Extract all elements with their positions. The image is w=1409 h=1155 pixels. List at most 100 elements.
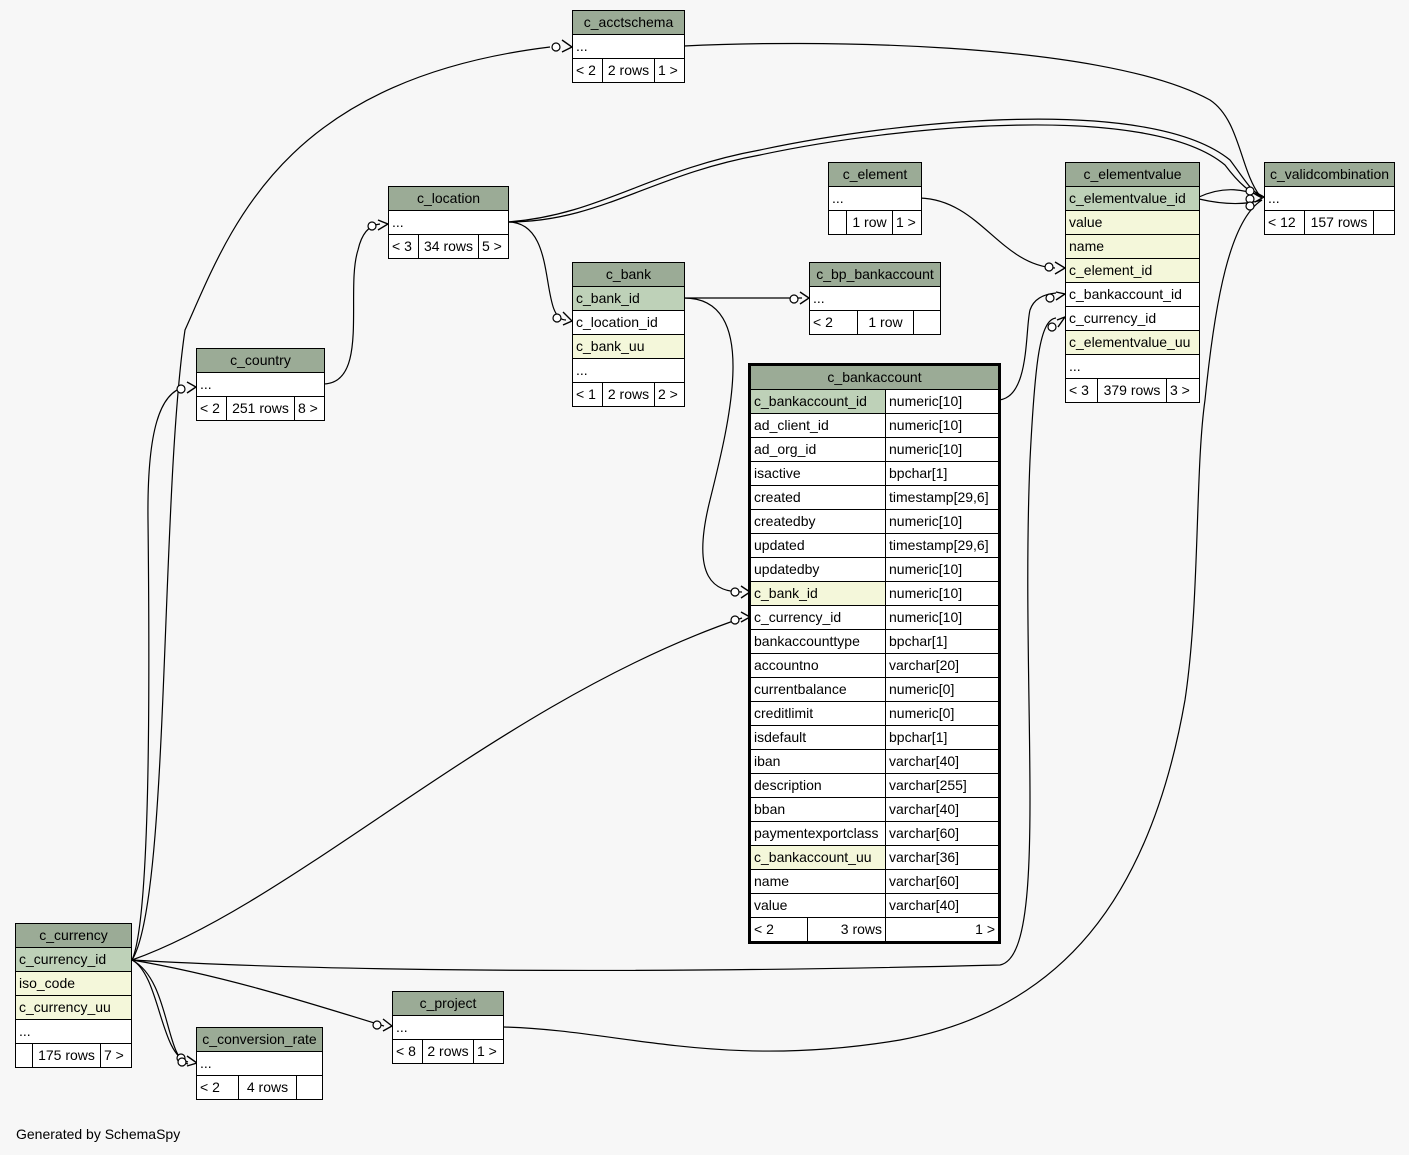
column-type: varchar[40] — [886, 798, 998, 821]
footer-credit: Generated by SchemaSpy — [16, 1126, 181, 1142]
column-name: created — [751, 486, 885, 509]
table-title[interactable]: c_bp_bankaccount — [810, 263, 940, 286]
column-row: ... — [810, 287, 940, 310]
column-type: varchar[60] — [886, 870, 998, 893]
row-count: 2 rows — [603, 59, 654, 82]
edge-project-validcombination — [503, 199, 1263, 1052]
table-title[interactable]: c_elementvalue — [1066, 163, 1199, 186]
parents-count: < 3 — [389, 235, 418, 258]
parents-count: < 2 — [810, 311, 857, 334]
column-row: ... — [16, 1020, 131, 1043]
column-row: ... — [1066, 355, 1199, 378]
table-title[interactable]: c_bankaccount — [751, 366, 998, 389]
column-type: numeric[0] — [886, 678, 998, 701]
row-count: 175 rows — [33, 1044, 100, 1067]
row-count: 2 rows — [603, 383, 654, 406]
row-count: 2 rows — [423, 1040, 473, 1063]
column-row: c_elementvalue_uu — [1066, 331, 1199, 354]
row-count: 3 rows — [808, 918, 885, 941]
edge-location-validcombination-1 — [507, 118, 1263, 223]
row-count: 379 rows — [1098, 379, 1166, 402]
column-row: ... — [197, 1052, 322, 1075]
children-count: 1 > — [474, 1040, 503, 1063]
table-c_bp_bankaccount[interactable]: c_bp_bankaccount ... < 2 1 row — [809, 262, 941, 335]
column-row: c_bank_id — [573, 287, 684, 310]
column-type: bpchar[1] — [886, 630, 998, 653]
edge-location-validcombination-2 — [507, 124, 1263, 223]
parents-count: < 1 — [573, 383, 602, 406]
table-c_elementvalue[interactable]: c_elementvalue c_elementvalue_id value n… — [1065, 162, 1200, 403]
table-title[interactable]: c_acctschema — [573, 11, 684, 34]
column-name: name — [751, 870, 885, 893]
table-c_country[interactable]: c_country ... < 2 251 rows 8 > — [196, 348, 325, 421]
column-type: numeric[10] — [886, 582, 998, 605]
column-row: ... — [1265, 187, 1394, 210]
column-name: iban — [751, 750, 885, 773]
column-name: updated — [751, 534, 885, 557]
table-c_validcombination[interactable]: c_validcombination ... < 12 157 rows — [1264, 162, 1395, 235]
column-type: timestamp[29,6] — [886, 486, 998, 509]
children-count: 7 > — [101, 1044, 131, 1067]
children-count — [297, 1076, 322, 1099]
column-name: isactive — [751, 462, 885, 485]
column-name: description — [751, 774, 885, 797]
table-c_conversion_rate[interactable]: c_conversion_rate ... < 2 4 rows — [196, 1027, 323, 1100]
column-row: iso_code — [16, 972, 131, 995]
column-type: varchar[36] — [886, 846, 998, 869]
column-row: ... — [393, 1016, 503, 1039]
column-row: c_bankaccount_id — [1066, 283, 1199, 306]
column-name: c_bankaccount_id — [751, 390, 885, 413]
children-count: 2 > — [655, 383, 684, 406]
edge-currency-acctschema — [131, 46, 551, 961]
table-title[interactable]: c_location — [389, 187, 508, 210]
parents-count: < 3 — [1066, 379, 1097, 402]
table-c_location[interactable]: c_location ... < 3 34 rows 5 > — [388, 186, 509, 259]
column-row: c_bank_uu — [573, 335, 684, 358]
children-count: 1 > — [655, 59, 684, 82]
column-name: value — [751, 894, 885, 917]
edge-elementvalue-validcombination-1 — [1198, 189, 1263, 198]
column-row: ... — [197, 373, 324, 396]
column-type: numeric[0] — [886, 702, 998, 725]
column-type: varchar[255] — [886, 774, 998, 797]
column-name: updatedby — [751, 558, 885, 581]
column-name: c_bank_id — [751, 582, 885, 605]
table-title[interactable]: c_country — [197, 349, 324, 372]
column-type: numeric[10] — [886, 414, 998, 437]
table-title[interactable]: c_bank — [573, 263, 684, 286]
table-c_element[interactable]: c_element ... 1 row 1 > — [828, 162, 922, 235]
edge-bank-bankaccount — [683, 297, 743, 593]
row-count: 1 row — [858, 311, 913, 334]
table-c_project[interactable]: c_project ... < 8 2 rows 1 > — [392, 991, 504, 1064]
table-title[interactable]: c_currency — [16, 924, 131, 947]
column-type: varchar[40] — [886, 750, 998, 773]
column-row: c_elementvalue_id — [1066, 187, 1199, 210]
children-count: 5 > — [479, 235, 508, 258]
column-type: varchar[60] — [886, 822, 998, 845]
edge-bankaccount-elementvalue — [996, 292, 1057, 401]
table-title[interactable]: c_conversion_rate — [197, 1028, 322, 1051]
column-row: ... — [573, 359, 684, 382]
column-name: c_currency_id — [751, 606, 885, 629]
parents-count: < 2 — [197, 1076, 238, 1099]
children-count — [914, 311, 940, 334]
edge-currency-bankaccount — [131, 617, 743, 961]
table-title[interactable]: c_project — [393, 992, 503, 1015]
column-row: ... — [573, 35, 684, 58]
table-c_bank[interactable]: c_bank c_bank_id c_location_id c_bank_uu… — [572, 262, 685, 407]
column-row: ... — [389, 211, 508, 234]
column-name: isdefault — [751, 726, 885, 749]
children-count: 8 > — [295, 397, 324, 420]
table-c_acctschema[interactable]: c_acctschema ... < 2 2 rows 1 > — [572, 10, 685, 83]
table-c_currency[interactable]: c_currency c_currency_id iso_code c_curr… — [15, 923, 132, 1068]
column-type: timestamp[29,6] — [886, 534, 998, 557]
table-title[interactable]: c_validcombination — [1265, 163, 1394, 186]
edge-location-bank — [507, 221, 567, 321]
column-name: creditlimit — [751, 702, 885, 725]
column-row: c_location_id — [573, 311, 684, 334]
column-name: paymentexportclass — [751, 822, 885, 845]
children-count — [1374, 211, 1394, 234]
table-title[interactable]: c_element — [829, 163, 921, 186]
edge-currency-elementvalue — [131, 317, 1057, 972]
